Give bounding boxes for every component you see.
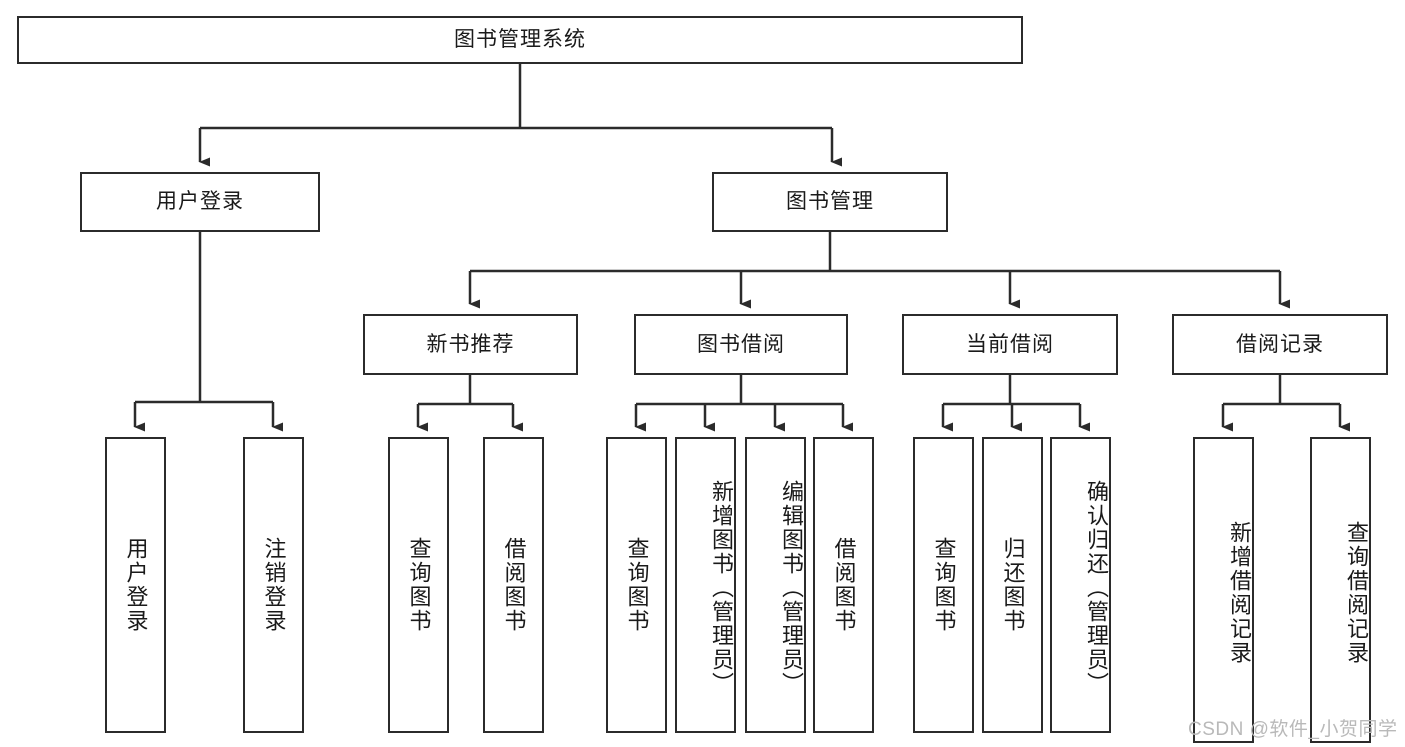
leaf-query-book-recommend[interactable]: 查询图书	[388, 437, 449, 733]
node-borrow-record[interactable]: 借阅记录	[1172, 314, 1388, 375]
node-book-manage[interactable]: 图书管理	[712, 172, 948, 232]
node-book-borrow[interactable]: 图书借阅	[634, 314, 848, 375]
leaf-borrow-book[interactable]: 借阅图书	[813, 437, 874, 733]
leaf-add-book-admin[interactable]: 新增图书（管理员）	[675, 437, 736, 733]
leaf-user-login[interactable]: 用户登录	[105, 437, 166, 733]
csdn-watermark: CSDN @软件_小贺同学	[1188, 719, 1398, 740]
leaf-logout[interactable]: 注销登录	[243, 437, 304, 733]
node-current-borrow[interactable]: 当前借阅	[902, 314, 1118, 375]
node-new-book-recommend[interactable]: 新书推荐	[363, 314, 578, 375]
leaf-query-book-borrow[interactable]: 查询图书	[606, 437, 667, 733]
node-user-login[interactable]: 用户登录	[80, 172, 320, 232]
leaf-query-borrow-record[interactable]: 查询借阅记录	[1310, 437, 1371, 743]
leaf-add-borrow-record[interactable]: 新增借阅记录	[1193, 437, 1254, 743]
leaf-query-book-current[interactable]: 查询图书	[913, 437, 974, 733]
leaf-borrow-book-recommend[interactable]: 借阅图书	[483, 437, 544, 733]
leaf-edit-book-admin[interactable]: 编辑图书（管理员）	[745, 437, 806, 733]
node-root-system[interactable]: 图书管理系统	[17, 16, 1023, 64]
leaf-confirm-return-admin[interactable]: 确认归还（管理员）	[1050, 437, 1111, 733]
leaf-return-book[interactable]: 归还图书	[982, 437, 1043, 733]
